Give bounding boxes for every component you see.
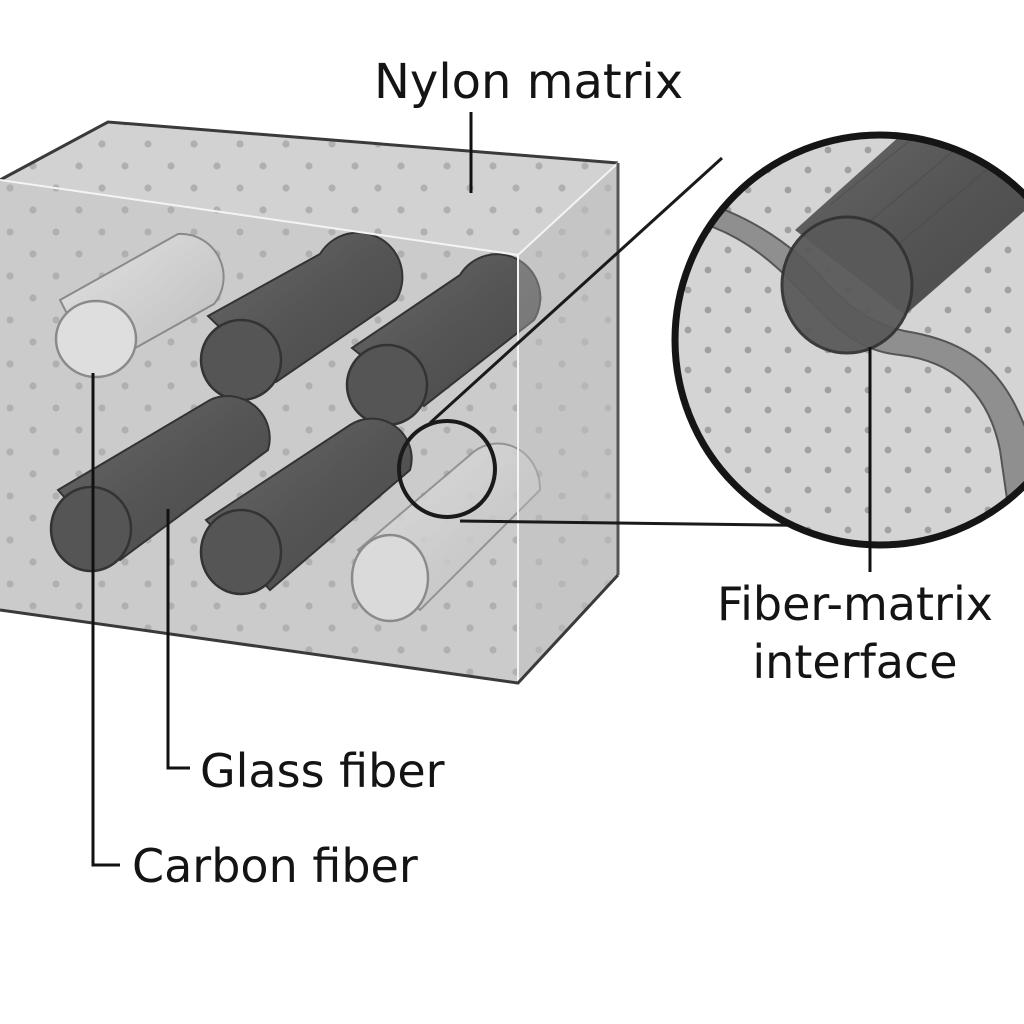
glass-fiber-top-left bbox=[54, 232, 225, 379]
label-carbon-fiber: Carbon fiber bbox=[132, 839, 418, 893]
carbon-fiber-bottom-left bbox=[49, 395, 271, 573]
label-interface-line1: Fiber-matrix bbox=[717, 577, 993, 631]
carbon-fiber-top-right bbox=[345, 253, 542, 427]
leader-carbon-fiber bbox=[91, 373, 120, 867]
block-edges bbox=[0, 120, 620, 685]
zoom-circle-border bbox=[671, 131, 1024, 549]
leader-glass-fiber bbox=[166, 509, 190, 770]
fibers bbox=[49, 231, 542, 623]
leader-lines bbox=[91, 112, 872, 867]
carbon-fiber-top-middle bbox=[199, 231, 404, 402]
carbon-fiber-bottom-middle bbox=[199, 417, 413, 596]
label-interface-line2: interface bbox=[752, 635, 957, 689]
label-glass-fiber: Glass fiber bbox=[200, 744, 445, 798]
interface-magnifier-circle bbox=[397, 419, 497, 519]
glass-fiber-bottom-right bbox=[350, 442, 542, 623]
label-nylon-matrix: Nylon matrix bbox=[374, 54, 683, 110]
interface-zoom-view bbox=[671, 131, 1024, 549]
zoom-fiber-end bbox=[780, 215, 914, 355]
